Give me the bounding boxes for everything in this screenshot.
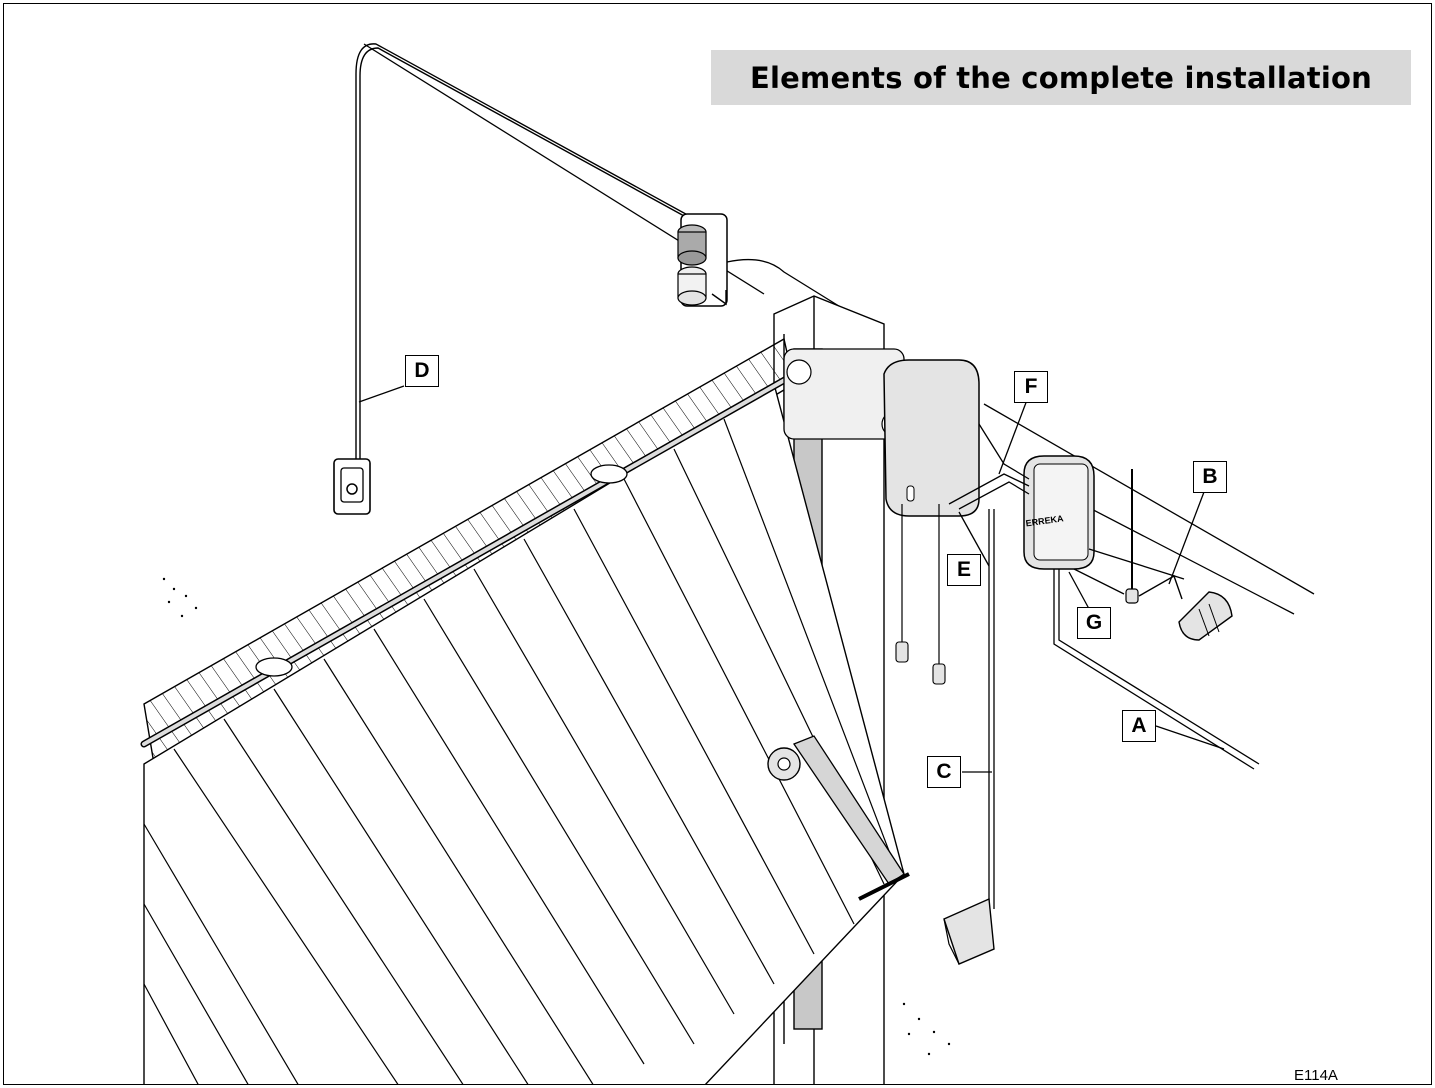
figure-code: E114A	[1294, 1067, 1338, 1084]
callout-b: B	[1193, 461, 1227, 493]
title-bar: Elements of the complete installation	[711, 50, 1411, 105]
photocell-transmitter	[1178, 591, 1233, 641]
callout-d: D	[405, 355, 439, 387]
callout-a: A	[1122, 710, 1156, 742]
callout-g: G	[1077, 607, 1111, 639]
installation-drawing: ERREKA	[140, 43, 1315, 1084]
flashing-lamp	[677, 213, 885, 335]
gate-leaf	[140, 337, 905, 1084]
photocell	[943, 897, 995, 965]
opener-arm	[767, 735, 910, 901]
callout-leaders	[358, 385, 1225, 773]
control-box: ERREKA	[1023, 455, 1095, 570]
page-title: Elements of the complete installation	[750, 60, 1372, 95]
callout-e: E	[947, 554, 981, 586]
antenna	[1125, 469, 1183, 604]
key-switch	[333, 458, 371, 515]
ground-texture	[162, 577, 951, 1056]
wiring	[948, 423, 1260, 909]
diagram-frame: ERREKA	[3, 3, 1432, 1085]
callout-f: F	[1014, 371, 1048, 403]
cable-key-switch	[355, 43, 707, 459]
gear-motor	[783, 348, 980, 685]
callout-c: C	[927, 756, 961, 788]
